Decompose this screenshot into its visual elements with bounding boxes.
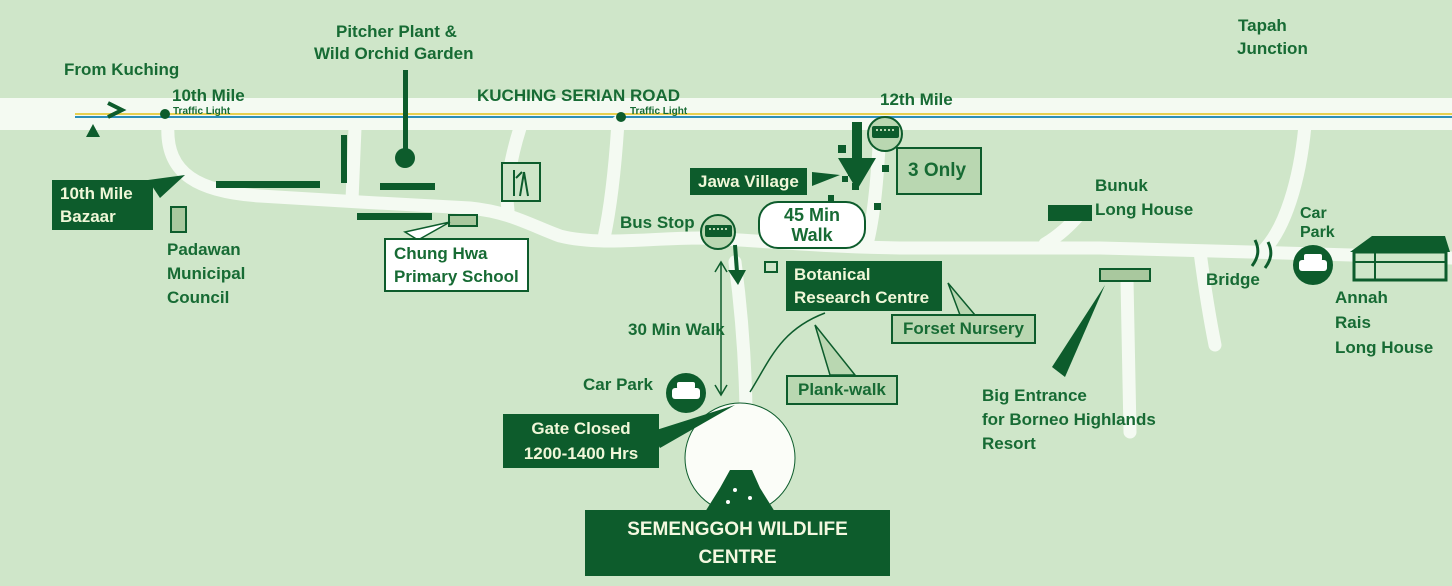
tenth-mile-label: 10th Mile [172,86,245,105]
traffic-light-label: Traffic Light [173,106,231,117]
car-icon [1293,245,1333,285]
traffic-light-icon [616,112,626,122]
car-icon [666,373,706,413]
three-only-label: 3 Only [896,147,982,195]
school-building [448,214,478,227]
pitcher-plant-label-1: Pitcher Plant & [336,22,457,41]
bus-stop-label: Bus Stop [620,213,695,232]
twelfth-mile-label: 12th Mile [880,90,953,109]
pitcher-plant-label-2: Wild Orchid Garden [314,44,474,63]
long-house-icon [1350,236,1450,282]
jawa-village-arrow-icon [838,122,876,190]
bridge-label: Bridge [1206,270,1260,289]
walk-30-label: 30 Min Walk [628,320,725,339]
padawan-building [170,206,187,233]
bus-icon [700,214,736,250]
entrance-marker [1099,268,1151,282]
north-arrow-icon [86,124,100,137]
traffic-light-label: Traffic Light [630,106,688,117]
car-park-left-label: Car Park [583,375,653,394]
bus-stop-arrow-icon [728,270,746,285]
bridge-icon [1250,239,1273,269]
entrance-pointer [1052,285,1105,377]
plank-walk-path [749,312,826,393]
from-kuching-label: From Kuching [64,60,180,79]
bus-icon [867,116,903,152]
forset-nursery-label: Forset Nursery [891,314,1036,344]
botanical-marker [764,261,778,273]
traffic-light-icon [160,109,170,119]
main-road-label: KUCHING SERIAN ROAD [477,86,681,105]
direction-arrow-icon [107,101,127,119]
jawa-village-label: Jawa Village [690,168,807,195]
tree-icon [705,470,775,512]
tapah-label-2: Junction [1237,39,1308,58]
tapah-label-1: Tapah [1238,16,1287,35]
plank-walk-label: Plank-walk [786,375,898,405]
